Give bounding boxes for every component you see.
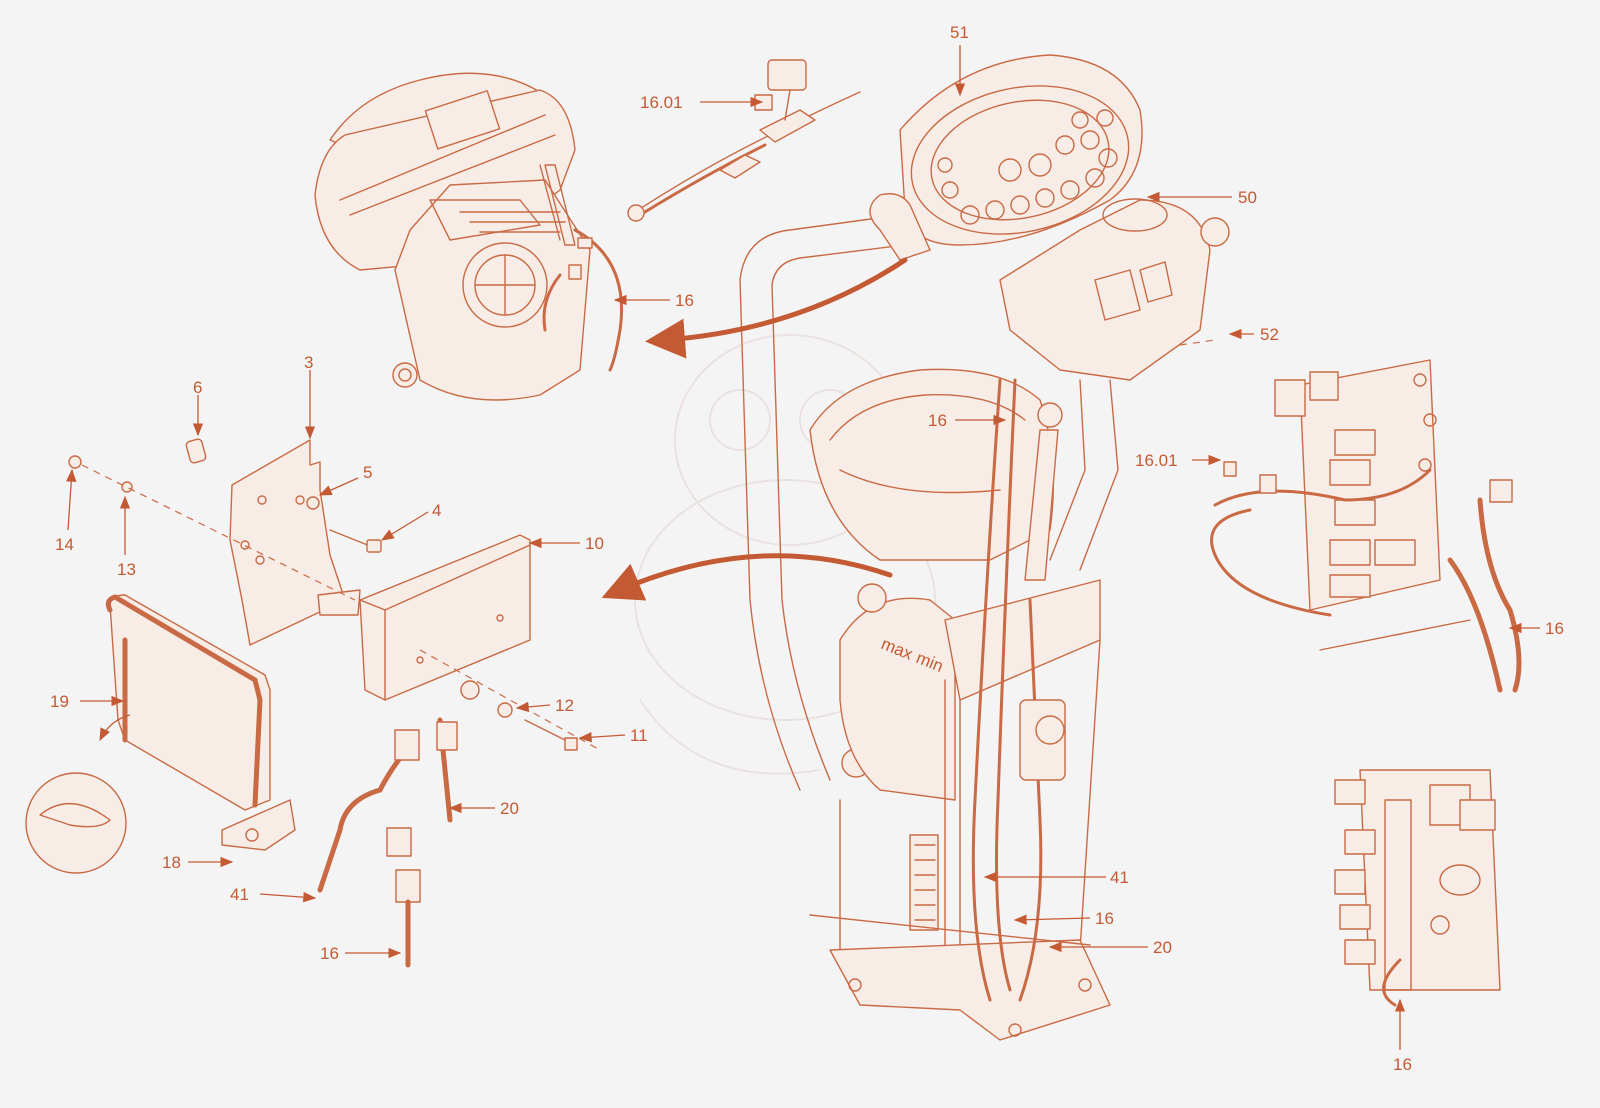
open-control-head (314, 72, 624, 401)
callout-6: 6 (193, 378, 202, 397)
callout-41-left: 41 (230, 885, 249, 904)
fuse-assembly-16-01 (627, 59, 861, 222)
callout-13: 13 (117, 560, 136, 579)
callout-11: 11 (630, 726, 648, 745)
callout-16-top-mid: 16 (675, 291, 694, 310)
arrow-to-head-detail (645, 257, 908, 359)
callout-51: 51 (950, 23, 969, 42)
upper-right-circuit-board (1210, 359, 1522, 693)
callout-16-bottom: 16 (1393, 1055, 1412, 1074)
callout-20-left: 20 (500, 799, 519, 818)
mounting-bracket-3 (68, 438, 382, 646)
callout-52: 52 (1260, 325, 1279, 344)
callout-14: 14 (55, 535, 74, 554)
cover-with-edge-trim-19 (25, 594, 296, 874)
callout-16-left: 16 (320, 944, 339, 963)
callout-16-01-right: 16.01 (1135, 451, 1178, 470)
callout-20-center: 20 (1153, 938, 1172, 957)
callout-50: 50 (1238, 188, 1257, 207)
callout-4: 4 (432, 501, 441, 520)
callout-10: 10 (585, 534, 604, 553)
callout-16-right: 16 (1545, 619, 1564, 638)
callout-18: 18 (162, 853, 181, 872)
electronics-box-10 (317, 534, 601, 968)
lower-right-circuit-board (1334, 769, 1501, 1007)
arrow-to-box-detail (601, 553, 893, 601)
main-machine-frame: max min (739, 54, 1230, 1041)
callout-16-lower: 16 (1095, 909, 1114, 928)
callout-labels: 51 16.01 50 52 16 16 16.01 16 3 6 5 4 10… (50, 23, 1564, 1074)
callout-41-center: 41 (1110, 868, 1129, 887)
callout-16-center: 16 (928, 411, 947, 430)
callout-3: 3 (304, 353, 313, 372)
callout-19: 19 (50, 692, 69, 711)
callout-leaders (66, 45, 1540, 1050)
callout-16-01-top: 16.01 (640, 93, 683, 112)
callout-12: 12 (555, 696, 574, 715)
callout-5: 5 (363, 463, 372, 482)
